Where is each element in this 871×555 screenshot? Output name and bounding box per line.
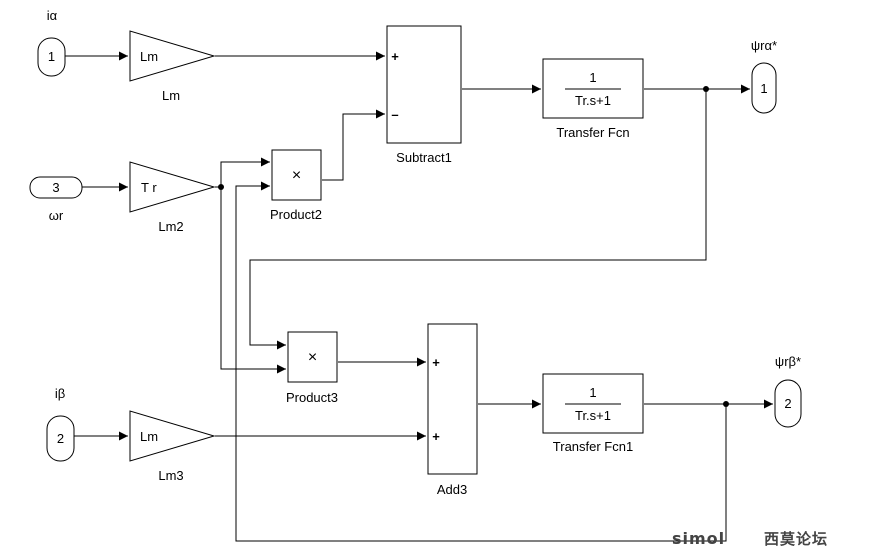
transfer-fcn-name: Transfer Fcn <box>556 125 629 140</box>
add3-name: Add3 <box>437 482 467 497</box>
wire-lm2-to-product2[interactable] <box>220 157 270 187</box>
branch-point-psib <box>723 401 729 407</box>
inport-1-label: iα <box>47 8 58 23</box>
branch-point-psia <box>703 86 709 92</box>
inport-2-number: 2 <box>57 431 64 446</box>
transfer-fcn1-block[interactable]: 1 Tr.s+1 <box>542 373 644 434</box>
outport-2-label: ψrβ* <box>775 354 801 369</box>
inport-3[interactable]: 3 <box>29 176 83 199</box>
transfer-fcn-block[interactable]: 1 Tr.s+1 <box>542 58 644 119</box>
inport-1-number: 1 <box>48 49 55 64</box>
product2-block[interactable]: × <box>271 149 322 201</box>
inport-1[interactable]: 1 <box>37 37 66 77</box>
wire-psib-to-product2[interactable] <box>235 181 727 542</box>
add3-block[interactable]: + + <box>427 323 478 475</box>
product2-symbol: × <box>292 167 301 184</box>
product3-block[interactable]: × <box>287 331 338 383</box>
product2-name: Product2 <box>270 207 322 222</box>
transfer-fcn1-numerator: 1 <box>589 385 596 400</box>
subtract1-name: Subtract1 <box>396 150 452 165</box>
branch-point-lm2 <box>218 184 224 190</box>
inport-2-label: iβ <box>55 386 65 401</box>
wire-psia-to-product3[interactable] <box>249 89 707 350</box>
subtract1-block[interactable]: + – <box>386 25 462 144</box>
gain-lm3-value: Lm <box>140 429 158 444</box>
inport-3-label: ωr <box>49 208 64 223</box>
product3-name: Product3 <box>286 390 338 405</box>
watermark-cn: 西莫论坛 <box>764 530 828 548</box>
gain-lm3[interactable]: Lm <box>129 410 216 462</box>
gain-lm-value: Lm <box>140 49 158 64</box>
outport-2-number: 2 <box>784 396 791 411</box>
inport-2[interactable]: 2 <box>46 415 75 462</box>
outport-1-number: 1 <box>760 81 767 96</box>
outport-1[interactable]: 1 <box>751 62 777 114</box>
gain-lm2-name: Lm2 <box>158 219 183 234</box>
gain-lm2-value: T r <box>141 180 157 195</box>
wire-product2-to-subtract1[interactable] <box>322 109 385 181</box>
watermark-brand: simol <box>672 529 725 548</box>
inport-3-number: 3 <box>52 180 59 195</box>
transfer-fcn1-name: Transfer Fcn1 <box>553 439 633 454</box>
gain-lm[interactable]: Lm <box>129 30 216 82</box>
subtract1-sign-plus: + <box>391 49 399 64</box>
add3-sign-plus-1: + <box>432 355 440 370</box>
wire-lm2-to-product3[interactable] <box>220 187 286 374</box>
gain-lm3-name: Lm3 <box>158 468 183 483</box>
transfer-fcn-denominator: Tr.s+1 <box>575 93 611 108</box>
transfer-fcn1-denominator: Tr.s+1 <box>575 408 611 423</box>
add3-sign-plus-2: + <box>432 429 440 444</box>
watermark-logo: simol 西莫论坛 <box>672 529 828 548</box>
outport-1-label: ψrα* <box>751 38 777 53</box>
transfer-fcn-numerator: 1 <box>589 70 596 85</box>
signal-lines <box>65 51 773 542</box>
product3-symbol: × <box>308 349 317 366</box>
gain-lm-name: Lm <box>162 88 180 103</box>
gain-lm2[interactable]: T r <box>129 161 216 213</box>
subtract1-sign-minus: – <box>391 107 398 122</box>
outport-2[interactable]: 2 <box>774 379 802 428</box>
